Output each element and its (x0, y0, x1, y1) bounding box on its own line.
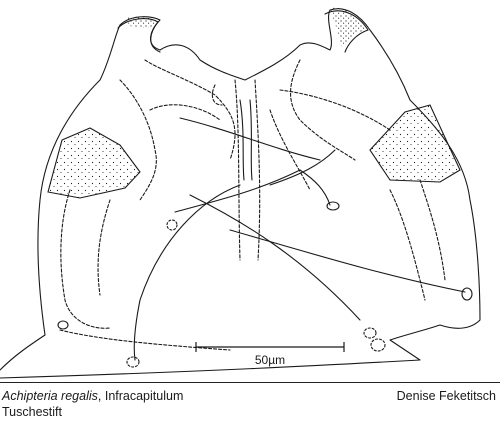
seta-4 (133, 184, 241, 361)
seta-3 (229, 229, 466, 293)
caption-part: Infracapitulum (104, 389, 184, 403)
seta-6 (269, 149, 336, 186)
caption-divider (0, 382, 500, 383)
left-stippled-plate (47, 127, 141, 199)
caption-species: Achipteria regalis (2, 389, 98, 403)
seta-2 (189, 194, 361, 321)
infracapitulum-illustration: 50µm (0, 7, 481, 379)
scale-bar (195, 342, 345, 352)
caption-medium: Tuschestift (2, 405, 62, 419)
caption-title: Achipteria regalis, Infracapitulum (2, 389, 183, 404)
caption-separator: , (97, 389, 105, 403)
body-outline (0, 8, 481, 379)
scale-bar-label: 50µm (255, 353, 285, 367)
seta-5 (174, 169, 301, 213)
caption-author: Denise Feketitsch (396, 389, 496, 403)
right-stippled-plate (369, 104, 461, 183)
seta-1 (179, 117, 321, 161)
seta-7 (299, 169, 331, 206)
